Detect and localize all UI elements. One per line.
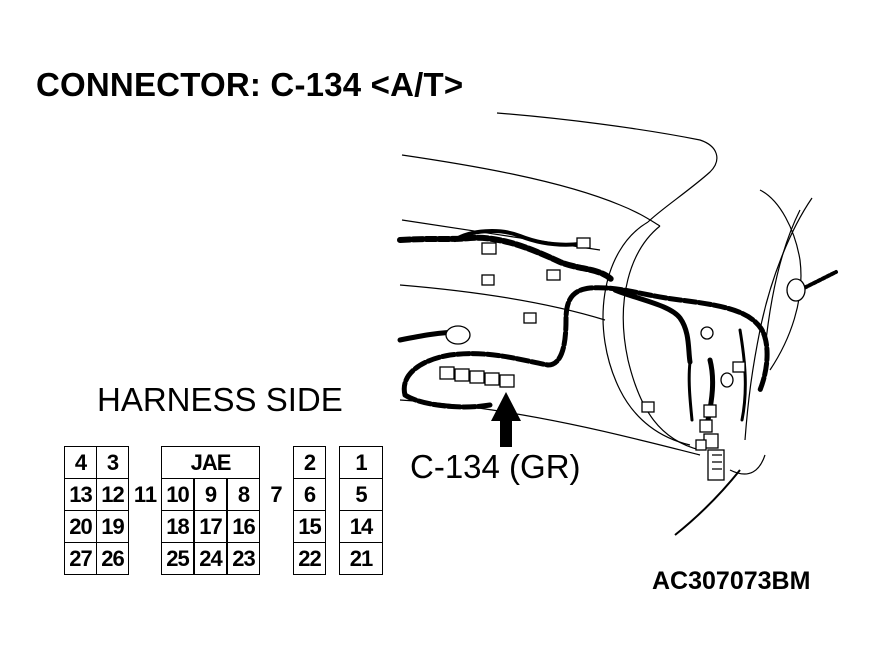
right-bundle [738,328,747,422]
connector-block-7 [641,401,655,413]
diagonal-cable [674,469,741,536]
connector-block-6 [732,361,746,373]
connector-block-1 [481,242,497,255]
grommet-lower [720,372,734,388]
body-panel-top-edge [496,112,718,223]
lower-right-cable [729,454,766,475]
connector-block-3 [546,269,561,281]
relay-box-stack [695,404,725,481]
harness-side-label: HARNESS SIDE [97,381,343,418]
body-panel-upper-line [401,154,661,227]
upper-harness-branch [453,229,582,247]
callout-arrow [491,392,521,447]
grommet-center [700,326,714,340]
connector-block-4 [481,274,495,286]
connector-block-2 [576,237,591,249]
center-thick-wire [612,287,693,365]
strut-line [759,189,802,371]
loop-lower-run [402,392,493,410]
grommet-right [786,278,806,302]
upper-harness-bundle [397,234,615,283]
right-cable-2 [764,209,801,351]
figure-code: AC307073BM [652,567,811,595]
connector-title: CONNECTOR: C-134 <A/T> [36,66,464,103]
harness-loop [401,285,770,398]
wheel-arch-line [622,225,701,451]
connector-block-5 [523,312,537,324]
body-lower-line [399,284,606,321]
grommet-left [445,325,471,345]
wheel-arch-inner [602,221,691,446]
connector-callout-label: C-134 (GR) [410,448,581,485]
c134-connector-assembly [439,366,515,388]
vertical-wire [687,360,694,422]
